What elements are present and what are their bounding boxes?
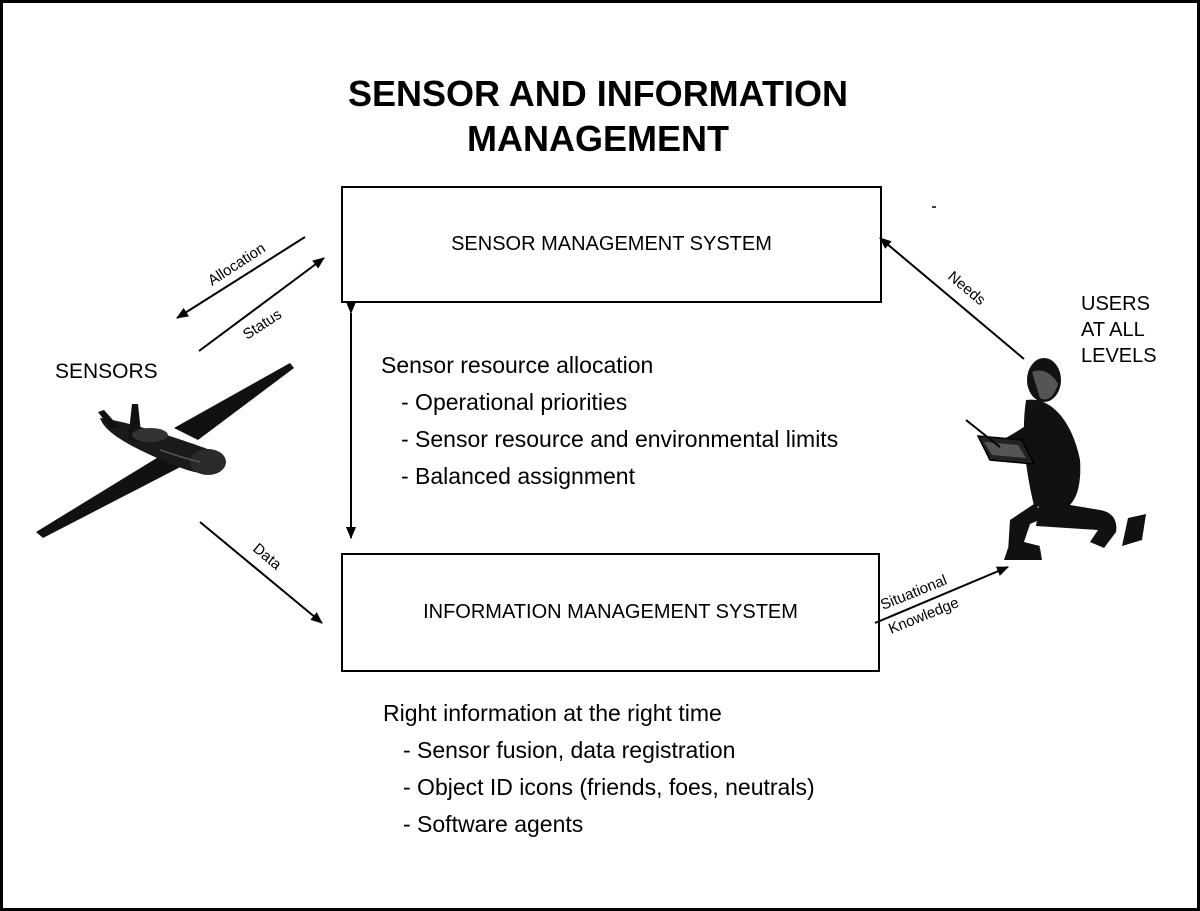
sensors-label: SENSORS [55,360,158,383]
kneeling-user-illustration [965,358,1146,560]
needs-arrow-label: Needs [944,268,988,309]
sensor-allocation-list: - Operational priorities - Sensor resour… [381,384,838,495]
users-label-line-2: AT ALL [1081,319,1145,341]
title-line-1: SENSOR AND INFORMATION [348,73,848,114]
data-arrow-label: Data [249,540,285,574]
list-item: - Sensor resource and environmental limi… [401,426,839,452]
users-label-line-1: USERS [1081,293,1150,315]
list-item: - Object ID icons (friends, foes, neutra… [403,774,815,800]
sensor-management-system-label: SENSOR MANAGEMENT SYSTEM [451,233,772,255]
information-block: Right information at the right time - Se… [383,695,815,843]
list-item: - Balanced assignment [401,463,635,489]
users-label-line-3: LEVELS [1081,345,1157,367]
status-arrow [198,257,325,352]
stray-mark [932,206,936,208]
list-item: - Operational priorities [401,389,628,415]
information-management-system-label: INFORMATION MANAGEMENT SYSTEM [423,601,798,623]
list-item: - Sensor fusion, data registration [403,737,736,763]
status-arrow-label: Status [240,306,285,343]
information-list: - Sensor fusion, data registration - Obj… [383,732,815,843]
aircraft-illustration [36,363,294,538]
users-label: USERS AT ALL LEVELS [1081,291,1157,369]
information-management-system-box: INFORMATION MANAGEMENT SYSTEM [341,553,880,672]
needs-arrow [879,237,1025,360]
page-title: SENSOR AND INFORMATION MANAGEMENT [3,71,1193,161]
sensor-allocation-block: Sensor resource allocation - Operational… [381,347,838,495]
title-line-2: MANAGEMENT [467,118,729,159]
sensor-allocation-heading: Sensor resource allocation [381,352,654,378]
list-item: - Software agents [403,811,584,837]
situational-knowledge-arrow [874,566,1009,624]
allocation-arrow-label: Allocation [205,240,269,290]
information-heading: Right information at the right time [383,700,722,726]
allocation-arrow [176,236,306,319]
data-arrow [199,521,323,624]
